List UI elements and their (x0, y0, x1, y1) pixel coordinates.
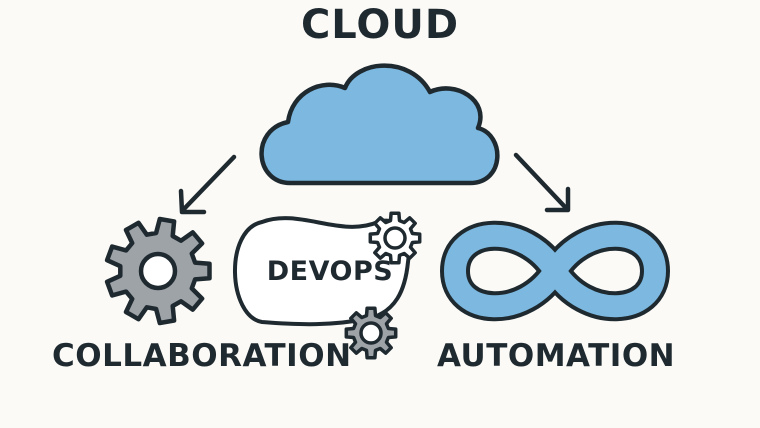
small-gear-bottom-icon (344, 306, 398, 360)
cloud-icon (259, 63, 500, 186)
diagram-title: CLOUD (300, 2, 460, 48)
automation-label: AUTOMATION (437, 338, 676, 374)
gear-hole (359, 321, 383, 345)
arrow-cloud-to-collaboration (178, 154, 237, 215)
gear-hole (383, 226, 407, 250)
gear-icon (104, 216, 212, 326)
devops-label: DEVOPS (266, 256, 394, 287)
infinity-icon (440, 220, 670, 322)
arrow-cloud-to-automation (513, 152, 571, 213)
small-gear-top-icon (368, 211, 422, 265)
collaboration-label: COLLABORATION (52, 338, 352, 374)
gear-hole (138, 251, 178, 291)
devops-pill-icon (233, 216, 411, 327)
